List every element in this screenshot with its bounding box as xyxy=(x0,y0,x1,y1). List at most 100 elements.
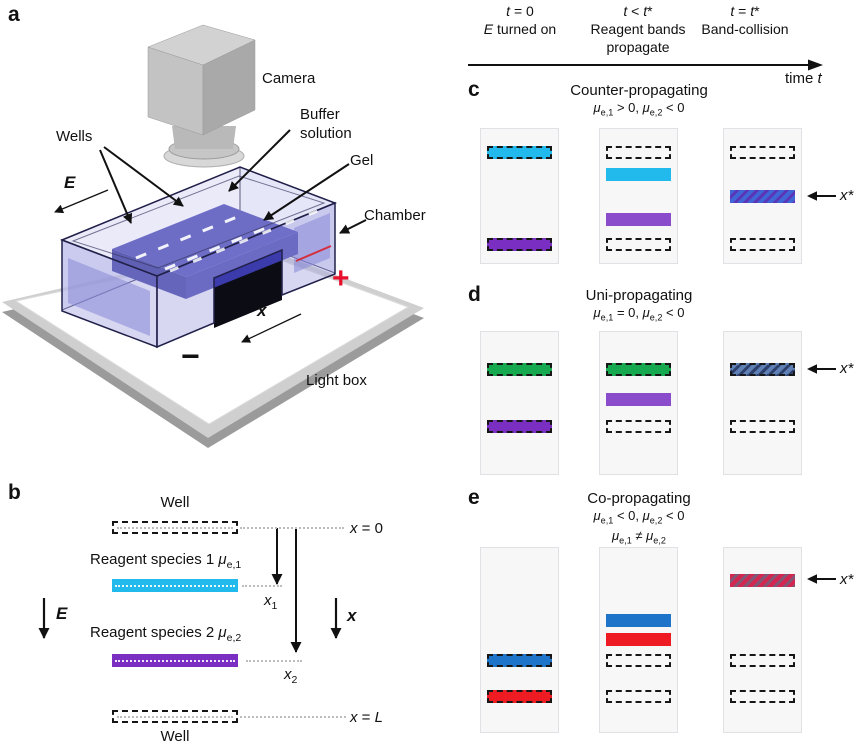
panel-d-lanes: x* xyxy=(440,331,858,475)
panel-e-letter: e xyxy=(468,486,480,509)
species2-band xyxy=(112,654,238,667)
panel-c-collision-marker: x* xyxy=(807,187,853,204)
species1-band xyxy=(112,579,238,592)
panel-c-letter: c xyxy=(468,78,480,101)
panel-e-lane-2 xyxy=(599,547,678,733)
species2-label: Reagent species 2 μe,2 xyxy=(90,624,242,644)
timeline-stage-1: t = 0 E turned on xyxy=(450,3,590,39)
panel-a-letter: a xyxy=(8,3,20,26)
x1-leader-line xyxy=(242,585,282,587)
panel-e-lane-2-band-red xyxy=(606,632,671,646)
timeline-stage-3: t = t* Band-collision xyxy=(675,3,815,39)
left-arrow-icon xyxy=(807,363,836,374)
species1-label: Reagent species 1 μe,1 xyxy=(90,551,242,571)
collision-position-label: x* xyxy=(840,570,854,588)
stage-time: t < t* xyxy=(623,3,653,19)
stage-time: t = t* xyxy=(730,3,760,19)
panel-d-title: Uni-propagating xyxy=(585,287,693,304)
panel-d-lane-1-well-green xyxy=(487,363,552,377)
panel-e-subtitle-2: μe,1 ≠ μe,2 xyxy=(612,527,666,546)
well-top-outline xyxy=(112,521,238,534)
well-top-label: Well xyxy=(160,494,190,511)
panel-d-lane-2 xyxy=(599,331,678,475)
panel-d-lane-1-well-purple xyxy=(487,420,552,434)
panel-b-arrows xyxy=(38,528,342,653)
panel-d-lane-3-well xyxy=(730,420,795,434)
panel-c-title: Counter-propagating xyxy=(570,82,708,99)
chamber-arrow xyxy=(339,219,367,234)
x-axis-label: x xyxy=(257,301,267,320)
panel-c-lane-1 xyxy=(480,128,559,264)
gel-arrow xyxy=(263,163,350,221)
panel-c-lanes: x* xyxy=(440,128,858,264)
wells-arrow-2 xyxy=(103,146,184,207)
panel-e-lane-2-well xyxy=(606,689,671,703)
electrode-wire xyxy=(295,245,332,262)
x2-leader-line xyxy=(246,660,302,662)
collision-position-label: x* xyxy=(840,360,854,378)
well-slot-line xyxy=(164,224,272,271)
panel-d-subtitle-1: μe,1 = 0, μe,2 < 0 xyxy=(593,305,685,323)
panel-e-lane-2-well xyxy=(606,653,671,667)
panel-d-collision-marker: x* xyxy=(807,360,854,378)
stage-time: t = 0 xyxy=(506,3,534,19)
timeline-stage-2: t < t* Reagent bands propagate xyxy=(568,3,708,57)
panel-c-lane-2-well xyxy=(606,146,671,160)
panel-e-lanes: x* xyxy=(440,547,858,733)
well-midline xyxy=(117,526,233,529)
panel-d-lane-2-well-green xyxy=(606,363,671,377)
chamber-front-walls xyxy=(59,166,338,349)
chamber-label: Chamber xyxy=(364,207,426,224)
panel-d-lane-3 xyxy=(723,331,802,475)
gel-panels-column: t = 0 E turned on t < t* Reagent bands p… xyxy=(440,0,858,750)
xL-label: x = L xyxy=(350,709,383,726)
apparatus-illustration xyxy=(2,24,424,448)
panel-c-lane-3-well xyxy=(730,237,795,251)
e-field-label-b: E xyxy=(56,604,68,623)
panel-c-lane-3 xyxy=(723,128,802,264)
x-axis-label-b: x xyxy=(347,606,357,625)
panel-e-lane-2-band-blue xyxy=(606,614,671,628)
well-slot-line xyxy=(135,213,243,260)
xL-leader-line xyxy=(240,716,346,718)
panel-e-lane-3-well xyxy=(730,653,795,667)
panel-e-lane-1-well-red xyxy=(487,689,552,703)
stage-event: Band-collision xyxy=(701,20,789,37)
panel-e-lane-3 xyxy=(723,547,802,733)
x0-label: x = 0 xyxy=(350,520,383,537)
panel-c-lane-3-well xyxy=(730,146,795,160)
panel-e-lane-1 xyxy=(480,547,559,733)
panel-d-lane-3-hatch xyxy=(730,363,795,377)
time-axis-label: time t xyxy=(785,70,822,87)
panel-c-lane-2 xyxy=(599,128,678,264)
panel-c-subtitle-1: μe,1 > 0, μe,2 < 0 xyxy=(593,100,685,118)
panel-c-lane-2-well xyxy=(606,237,671,251)
stage-event: Reagent bands propagate xyxy=(590,20,686,55)
panel-d-lane-1 xyxy=(480,331,559,475)
panel-b-letter: b xyxy=(8,481,21,504)
left-arrow-icon xyxy=(807,574,836,584)
panel-c-lane-3-hatch xyxy=(730,189,795,203)
panel-e-title: Co-propagating xyxy=(587,490,691,507)
panel-d-letter: d xyxy=(468,283,481,306)
well-bottom-label: Well xyxy=(160,728,190,745)
band-midline xyxy=(115,584,235,587)
wells-label: Wells xyxy=(56,128,93,145)
camera-illustration xyxy=(147,24,256,168)
well-bottom-outline xyxy=(112,710,238,723)
well-midline xyxy=(117,715,233,718)
band-midline xyxy=(115,659,235,662)
e-field-label: E xyxy=(64,173,76,192)
panel-d-lane-2-band-purple_light xyxy=(606,393,671,407)
minus-electrode-label: − xyxy=(181,338,200,374)
time-axis-arrow xyxy=(468,59,823,71)
panel-e-subtitle-1: μe,1 < 0, μe,2 < 0 xyxy=(593,508,685,526)
annotation-arrows xyxy=(54,129,367,343)
panel-e-lane-3-well xyxy=(730,689,795,703)
